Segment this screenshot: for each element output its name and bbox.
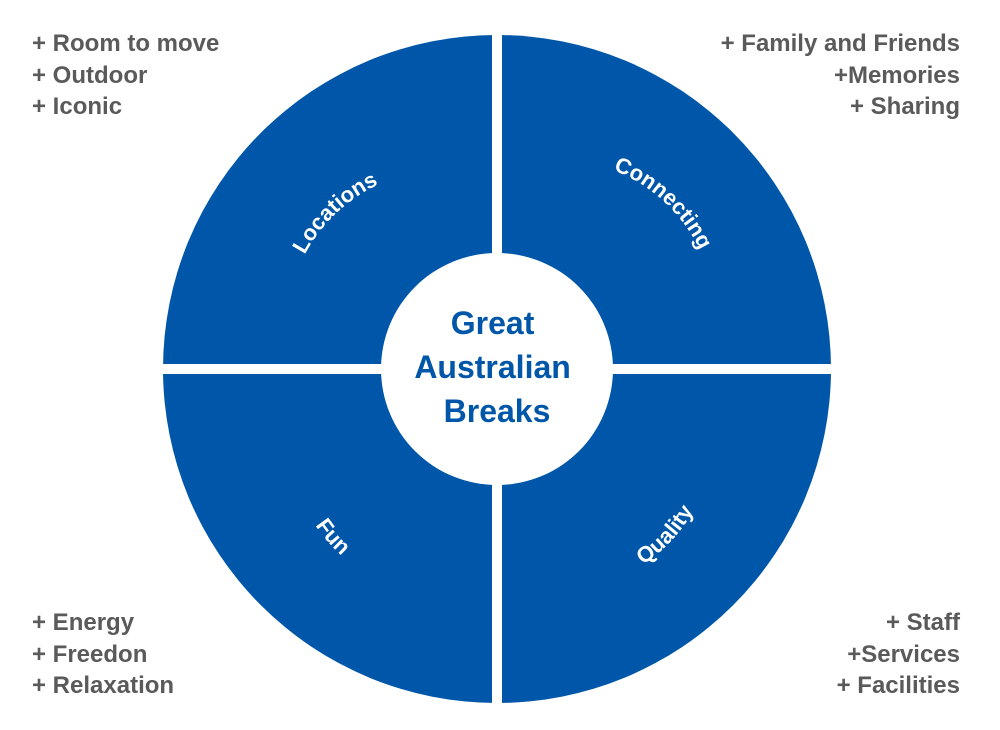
note-item: + Iconic xyxy=(32,93,123,120)
center-title-line-1: Great xyxy=(451,305,535,341)
center-circle xyxy=(381,253,613,485)
notes-fun: + Energy + Freedon + Relaxation xyxy=(32,607,174,702)
center-title-line-2: Australian xyxy=(414,349,570,385)
note-item: +Memories xyxy=(833,61,960,89)
note-item: + Sharing xyxy=(849,93,960,120)
center-title-line-3: Breaks xyxy=(444,393,551,429)
notes-quality: + Staff +Services + Facilities xyxy=(837,607,960,702)
notes-connecting: + Family and Friends +Memories + Sharing xyxy=(721,28,960,123)
center-title: Great Australian Breaks xyxy=(414,305,579,429)
note-item: + Room to move xyxy=(32,30,220,57)
note-item: + Relaxation xyxy=(32,672,175,699)
note-item: + Family and Friends xyxy=(720,30,960,57)
note-item: + Staff xyxy=(885,609,960,636)
note-item: + Freedon xyxy=(32,640,148,668)
note-item: + Energy xyxy=(32,609,135,636)
note-item: + Outdoor xyxy=(32,61,148,89)
notes-locations: + Room to move + Outdoor + Iconic xyxy=(32,28,219,123)
note-item: +Services xyxy=(847,640,960,668)
note-item: + Facilities xyxy=(836,672,960,699)
